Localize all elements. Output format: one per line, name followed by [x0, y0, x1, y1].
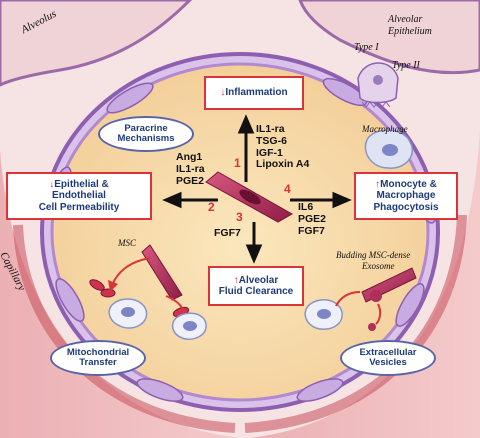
- inflammation-box: ↓Inflammation: [204, 76, 304, 110]
- factor-up-2: TSG-6: [256, 134, 287, 147]
- alveolar-epithelium-label-2: Epithelium: [388, 26, 432, 37]
- monocyte-line1: Monocyte &: [380, 178, 437, 190]
- factor-left-2: IL1-ra: [176, 162, 205, 175]
- clearance-line1: Alveolar: [238, 274, 279, 286]
- alveolar-epithelium-label-1: Alveolar: [388, 14, 423, 25]
- factors-right: IL6 PGE2 FGF7: [298, 201, 327, 237]
- ev-line2: Vesicles: [369, 357, 407, 368]
- permeability-box: ↓Epithelial & Endothelial Cell Permeabil…: [6, 172, 152, 220]
- factors-down: FGF7: [214, 227, 241, 240]
- paracrine-oval: Paracrine Mechanisms: [98, 116, 194, 152]
- monocyte-line2: Macrophage: [376, 190, 436, 202]
- factor-right-3: FGF7: [298, 224, 325, 237]
- inflammation-text: Inflammation: [225, 87, 288, 99]
- paracrine-line2: Mechanisms: [117, 133, 175, 144]
- factor-left-3: PGE2: [176, 174, 205, 187]
- factor-up-4: Lipoxin A4: [256, 158, 310, 171]
- extracellular-vesicles-oval: Extracellular Vesicles: [340, 340, 436, 376]
- clearance-box: ↑Alveolar Fluid Clearance: [208, 266, 304, 306]
- pathway-number-1: 1: [234, 156, 241, 170]
- up-arrow-icon: ↑: [233, 274, 239, 286]
- factor-up-3: IGF-1: [256, 146, 283, 159]
- factor-down-1: FGF7: [214, 227, 241, 239]
- up-arrow-icon: ↑: [375, 178, 381, 190]
- mitochondrial-transfer-oval: Mitochondrial Transfer: [50, 340, 146, 376]
- budding-label-1: Budding MSC-dense: [336, 250, 411, 260]
- pathway-number-3: 3: [236, 210, 243, 224]
- pathway-number-2: 2: [208, 200, 215, 214]
- msc-label: MSC: [118, 238, 136, 248]
- permeability-line3: Cell Permeability: [38, 201, 120, 213]
- factor-up-1: IL1-ra: [256, 123, 285, 135]
- monocyte-line3: Phagocytosis: [373, 201, 439, 213]
- mito-line2: Transfer: [79, 357, 117, 368]
- ev-line1: Extracellular: [359, 346, 417, 358]
- monocyte-box: ↑Monocyte & Macrophage Phagocytosis: [354, 172, 458, 220]
- clearance-line2: Fluid Clearance: [218, 286, 294, 297]
- macrophage-label: Macrophage: [362, 124, 408, 134]
- factors-left: Ang1 IL1-ra PGE2: [176, 151, 205, 187]
- mito-line1: Mitochondrial: [66, 346, 130, 358]
- permeability-line1: Epithelial &: [54, 178, 109, 190]
- pathway-number-4: 4: [284, 182, 291, 196]
- factor-right-2: PGE2: [298, 212, 327, 225]
- factor-right-1: IL6: [298, 201, 314, 213]
- paracrine-line1: Paracrine: [124, 122, 168, 134]
- down-arrow-icon: ↓: [220, 87, 226, 99]
- down-arrow-icon: ↓: [49, 178, 55, 190]
- type2-label: Type II: [392, 60, 420, 71]
- type1-label: Type I: [354, 42, 379, 53]
- permeability-line2: Endothelial: [52, 190, 106, 202]
- factor-left-1: Ang1: [176, 151, 203, 163]
- budding-label-2: Exosome: [362, 261, 395, 271]
- factors-up: IL1-ra TSG-6 IGF-1 Lipoxin A4: [256, 123, 310, 171]
